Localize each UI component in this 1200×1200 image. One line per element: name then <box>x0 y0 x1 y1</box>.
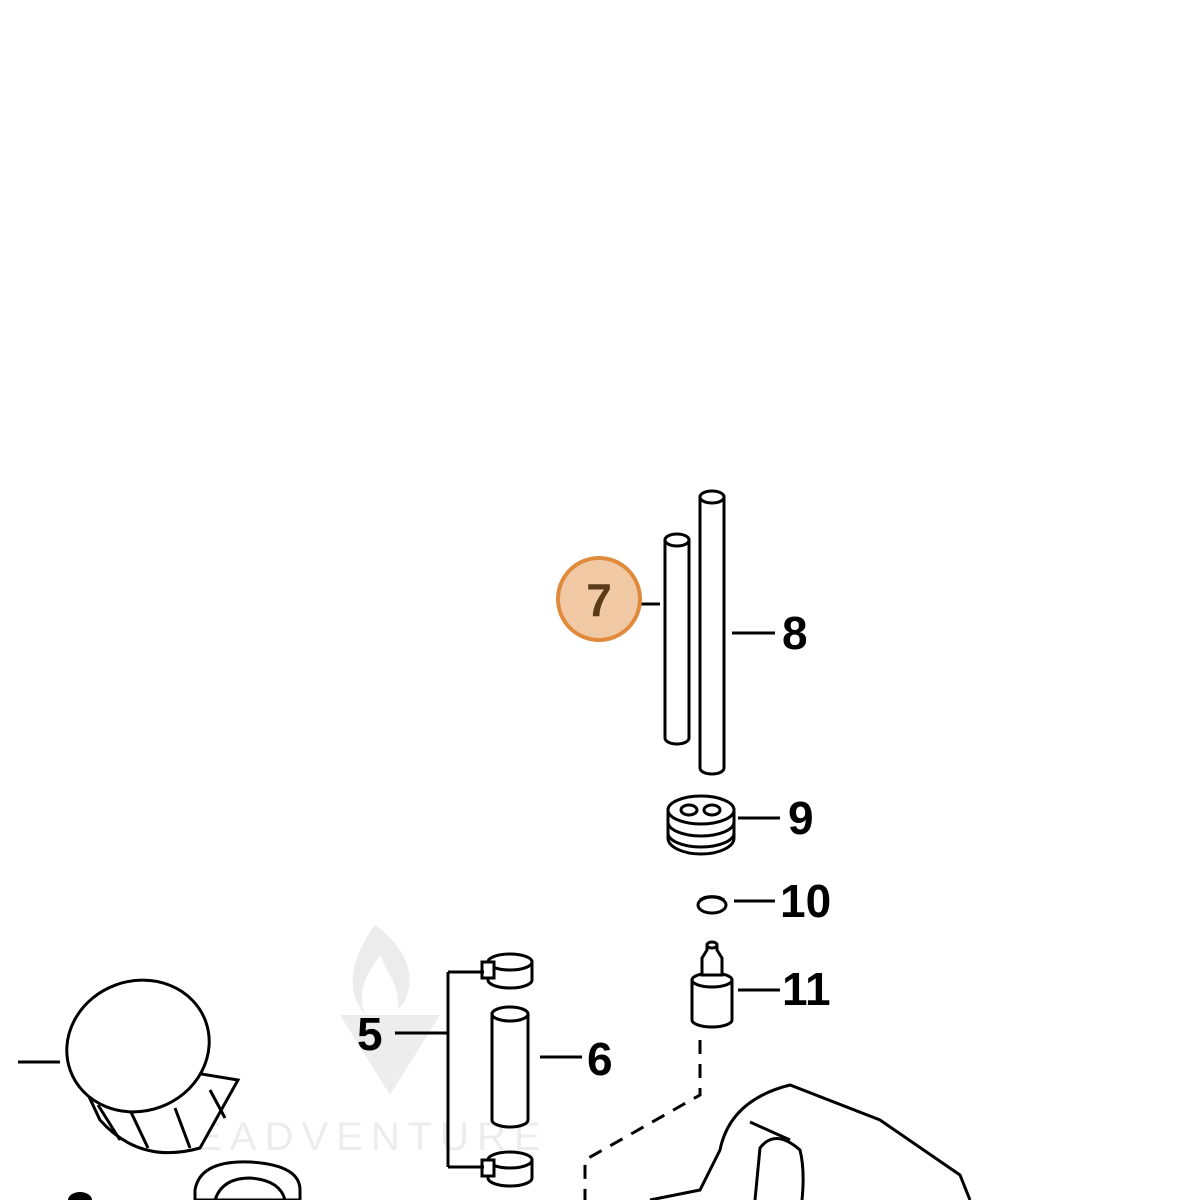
callout-8-label[interactable]: 8 <box>782 607 808 659</box>
part-5-hose-clamp-bottom[interactable] <box>480 1150 534 1188</box>
callout-7-label: 7 <box>586 574 612 626</box>
flame-logo-icon <box>340 925 440 1095</box>
callout-9-label[interactable]: 9 <box>788 792 814 844</box>
oil-filter[interactable] <box>18 960 241 1155</box>
part-8-long-rod[interactable] <box>698 489 726 776</box>
part-7-thin-rod[interactable] <box>663 532 691 746</box>
leadventure-watermark: LEADVENTURE <box>165 925 549 1159</box>
callout-6-label[interactable]: 6 <box>587 1033 613 1085</box>
watermark-text: LEADVENTURE <box>165 1115 549 1159</box>
callout-7-circle <box>556 556 642 642</box>
callout-11-label[interactable]: 11 <box>782 963 831 1015</box>
dashed-routing-line <box>583 1040 702 1200</box>
partial-callout-mark <box>68 1192 92 1200</box>
part-11-fitting[interactable] <box>690 940 734 1029</box>
part-6-hose[interactable] <box>490 1005 530 1129</box>
part-5-hose-clamp-top[interactable] <box>480 952 534 990</box>
callout-10-label[interactable]: 10 <box>780 875 831 927</box>
filter-base <box>193 1160 302 1200</box>
part-9-grommet[interactable] <box>666 794 736 856</box>
callout-7-highlight[interactable]: 7 <box>556 556 642 642</box>
part-10-ring[interactable] <box>696 895 728 915</box>
callout-5-label[interactable]: 5 <box>357 1008 383 1060</box>
fuel-tank-outline <box>649 1083 972 1200</box>
